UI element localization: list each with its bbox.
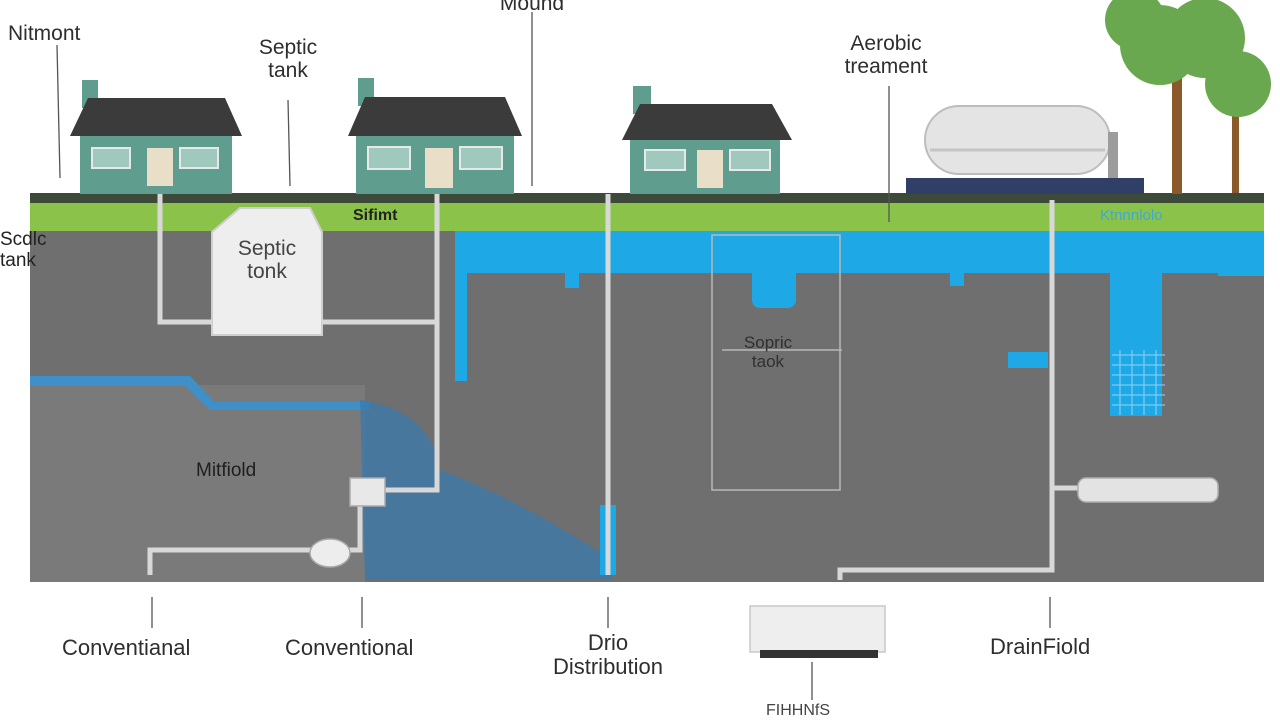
- top-label-aerobic: Aerobic treament: [844, 32, 928, 79]
- bottom-label-conventional-2: Conventional: [285, 635, 414, 660]
- house-1: [70, 80, 242, 194]
- septic-tank-left: [211, 207, 323, 336]
- stripe-label-right: Ktnnnlolo: [1100, 207, 1163, 224]
- leader-lines: [56, 12, 1051, 700]
- bottom-device-base: [760, 650, 878, 658]
- top-label-left: Nitmont: [8, 22, 81, 45]
- pipes: [147, 194, 1078, 580]
- bottom-label-conventional-1: Conventianal: [62, 635, 191, 660]
- top-label-mound: Mound: [499, 0, 565, 15]
- bottom-label-drainfield: DrainFiold: [990, 634, 1091, 659]
- tank-label: Septic tonk: [237, 237, 297, 284]
- bottom-cylinder: [1077, 477, 1219, 503]
- house-2: [348, 78, 522, 194]
- soil-stripe: [30, 203, 1264, 231]
- house-3: [622, 86, 792, 194]
- left-zone-label: Mitfiold: [196, 460, 257, 481]
- top-label-septic: Septic tank: [258, 36, 318, 83]
- drip-mesh: [1112, 350, 1165, 415]
- stripe-label: Sifimt: [353, 207, 398, 224]
- pump: [309, 538, 351, 568]
- inner-tank-label: Sopric taok: [743, 333, 793, 371]
- side-label: Scdlc tank: [0, 229, 47, 271]
- inner-tank-outline: [711, 234, 841, 491]
- tree-small: [1205, 51, 1271, 193]
- bottom-label-drip: Drio Distribution: [552, 630, 664, 680]
- groundwater: [455, 231, 1264, 416]
- bottom-label-small: FIHHNfS: [766, 702, 830, 719]
- bottom-device: [749, 605, 886, 653]
- grass-line: [30, 193, 1264, 203]
- aerobic-unit: [906, 105, 1144, 194]
- junction-box: [349, 477, 386, 507]
